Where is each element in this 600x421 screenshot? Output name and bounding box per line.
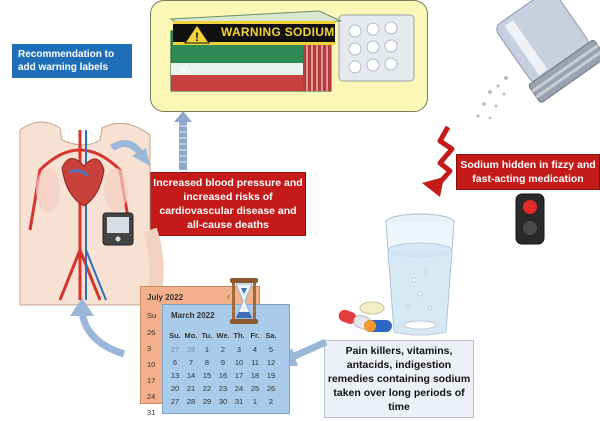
traffic-light-icon xyxy=(515,193,545,245)
human-cardiovascular-illustration xyxy=(19,121,164,306)
blood-pressure-box: Increased blood pressure and increased r… xyxy=(150,172,306,236)
calendar-nav-icons: ‹ › xyxy=(227,291,236,301)
pills-illustration xyxy=(338,301,392,332)
calendar-back-dates: 26 3 10 17 24 31 xyxy=(147,328,156,417)
salt-shaker-illustration xyxy=(476,0,600,120)
calendar-back-weekday: Su xyxy=(147,311,157,320)
calendar-front-month: March 2022 xyxy=(171,311,215,320)
svg-text:!: ! xyxy=(195,30,199,44)
medication-types-box: Pain killers, vitamins, antacids, indige… xyxy=(324,340,474,418)
warning-package-panel: ! WARNING SODIUM 30 xyxy=(150,0,428,112)
calendar-front-weekdays: Su.Mo. Tu.We. Th.Fr. Sa. xyxy=(169,331,277,340)
medicine-package-illustration: ! xyxy=(169,10,415,92)
sodium-hidden-box: Sodium hidden in fizzy and fast-acting m… xyxy=(456,154,600,190)
warning-sodium-label: WARNING SODIUM xyxy=(221,25,335,39)
fizzy-glass-illustration xyxy=(385,213,455,336)
up-arrow xyxy=(174,111,192,170)
arrow-to-torso xyxy=(70,298,126,358)
package-count: 30 xyxy=(178,65,191,77)
curved-arrow-torso xyxy=(110,140,150,166)
red-zigzag-arrow xyxy=(422,125,455,197)
calendar-back-month: July 2022 xyxy=(147,293,184,302)
recommendation-box: Recommendation to add warning labels xyxy=(12,44,132,78)
blood-pressure-monitor-icon xyxy=(102,212,134,246)
hourglass-icon xyxy=(230,278,258,324)
